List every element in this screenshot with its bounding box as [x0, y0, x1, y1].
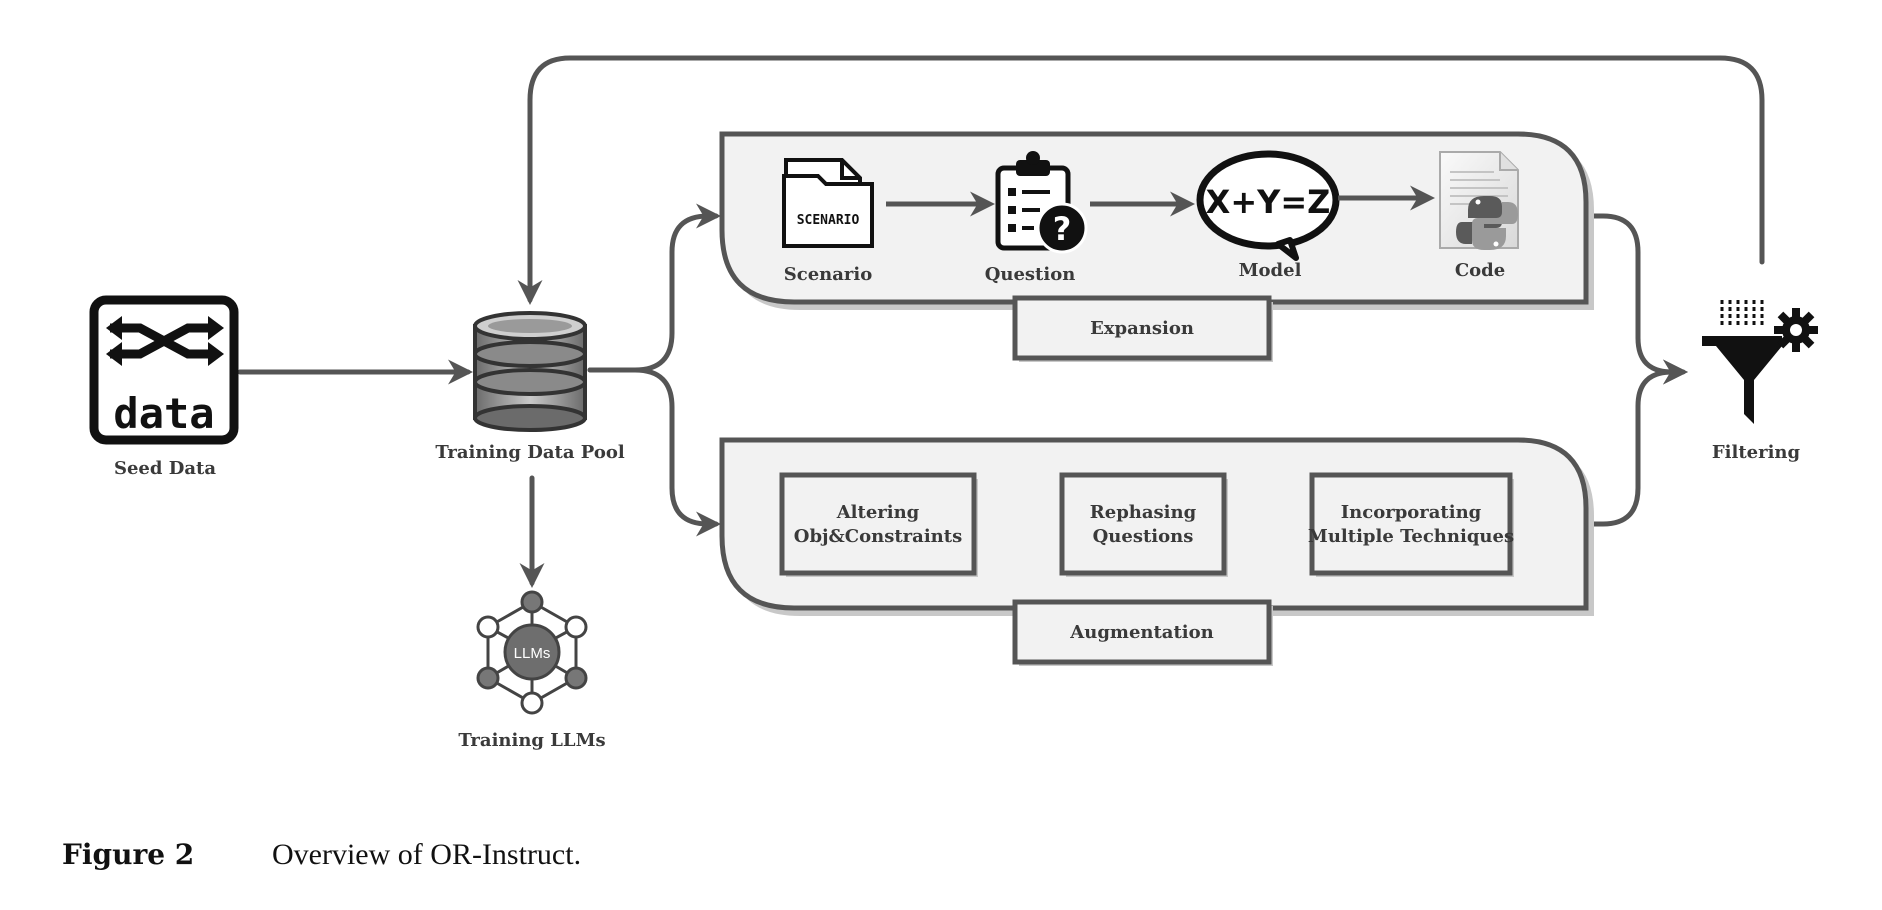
arrow-filter-to-pool: [517, 55, 1765, 305]
seed-data-icon: data: [89, 295, 239, 445]
scenario-folder-icon: SCENARIO: [782, 158, 874, 248]
expansion-tab: [1012, 295, 1272, 361]
seed-data-label: Seed Data: [114, 458, 216, 479]
filtering-node: Filtering: [1702, 300, 1818, 463]
expansion-panel: SCENARIO Scenario ? Question X+Y=Z Model: [719, 131, 1594, 362]
model-icon-text: X+Y=Z: [1206, 183, 1331, 221]
arrow-expansion-to-filter: [1580, 213, 1688, 385]
llms-icon-text: LLMs: [514, 645, 551, 662]
expansion-title: Expansion: [1090, 318, 1194, 339]
augmentation-tab: [1012, 599, 1272, 665]
training-llms-node: LLMs Training LLMs: [458, 590, 606, 751]
figure-caption-text: Overview of OR-Instruct.: [272, 838, 581, 871]
filter-funnel-icon: [1702, 300, 1782, 424]
network-icon: LLMs: [476, 590, 588, 715]
database-icon: [473, 311, 587, 432]
python-code-document-icon: [1439, 151, 1519, 250]
seed-data-icon-text: data: [113, 389, 214, 438]
augmentation-box-altering: [779, 472, 977, 576]
augmentation-panel: Altering Obj&Constraints Rephasing Quest…: [719, 437, 1594, 666]
filtering-label: Filtering: [1712, 442, 1801, 463]
question-mark-glyph: ?: [1053, 210, 1072, 248]
scenario-label: Scenario: [784, 264, 873, 285]
rephasing-line1: Rephasing: [1090, 502, 1197, 523]
figure-caption: Figure 2 Overview of OR-Instruct.: [62, 838, 581, 871]
arrow-pool-to-expansion: [587, 203, 721, 373]
question-clipboard-icon: ?: [995, 151, 1088, 254]
gear-icon: [1774, 308, 1818, 352]
training-data-pool-label: Training Data Pool: [435, 442, 625, 463]
figure-number: Figure 2: [62, 838, 194, 871]
augmentation-title: Augmentation: [1069, 622, 1213, 643]
arrow-pool-to-augmentation: [587, 367, 721, 537]
incorporating-line1: Incorporating: [1341, 502, 1482, 523]
connectors: [237, 55, 1765, 588]
augmentation-box-incorporating: [1309, 472, 1513, 576]
training-data-pool-node: Training Data Pool: [435, 311, 625, 463]
altering-line1: Altering: [836, 502, 920, 523]
rephasing-line2: Questions: [1093, 526, 1194, 547]
augmentation-box-rephasing: [1059, 472, 1227, 576]
code-label: Code: [1455, 260, 1505, 281]
arrow-augmentation-to-filter: [1580, 359, 1688, 527]
training-llms-label: Training LLMs: [458, 730, 605, 751]
seed-data-node: data Seed Data: [89, 295, 239, 479]
model-label: Model: [1239, 260, 1302, 281]
altering-line2: Obj&Constraints: [794, 526, 962, 547]
model-speech-bubble-icon: X+Y=Z: [1196, 150, 1340, 261]
incorporating-line2: Multiple Techniques: [1308, 526, 1514, 547]
question-label: Question: [985, 264, 1076, 285]
scenario-icon-text: SCENARIO: [797, 213, 860, 228]
